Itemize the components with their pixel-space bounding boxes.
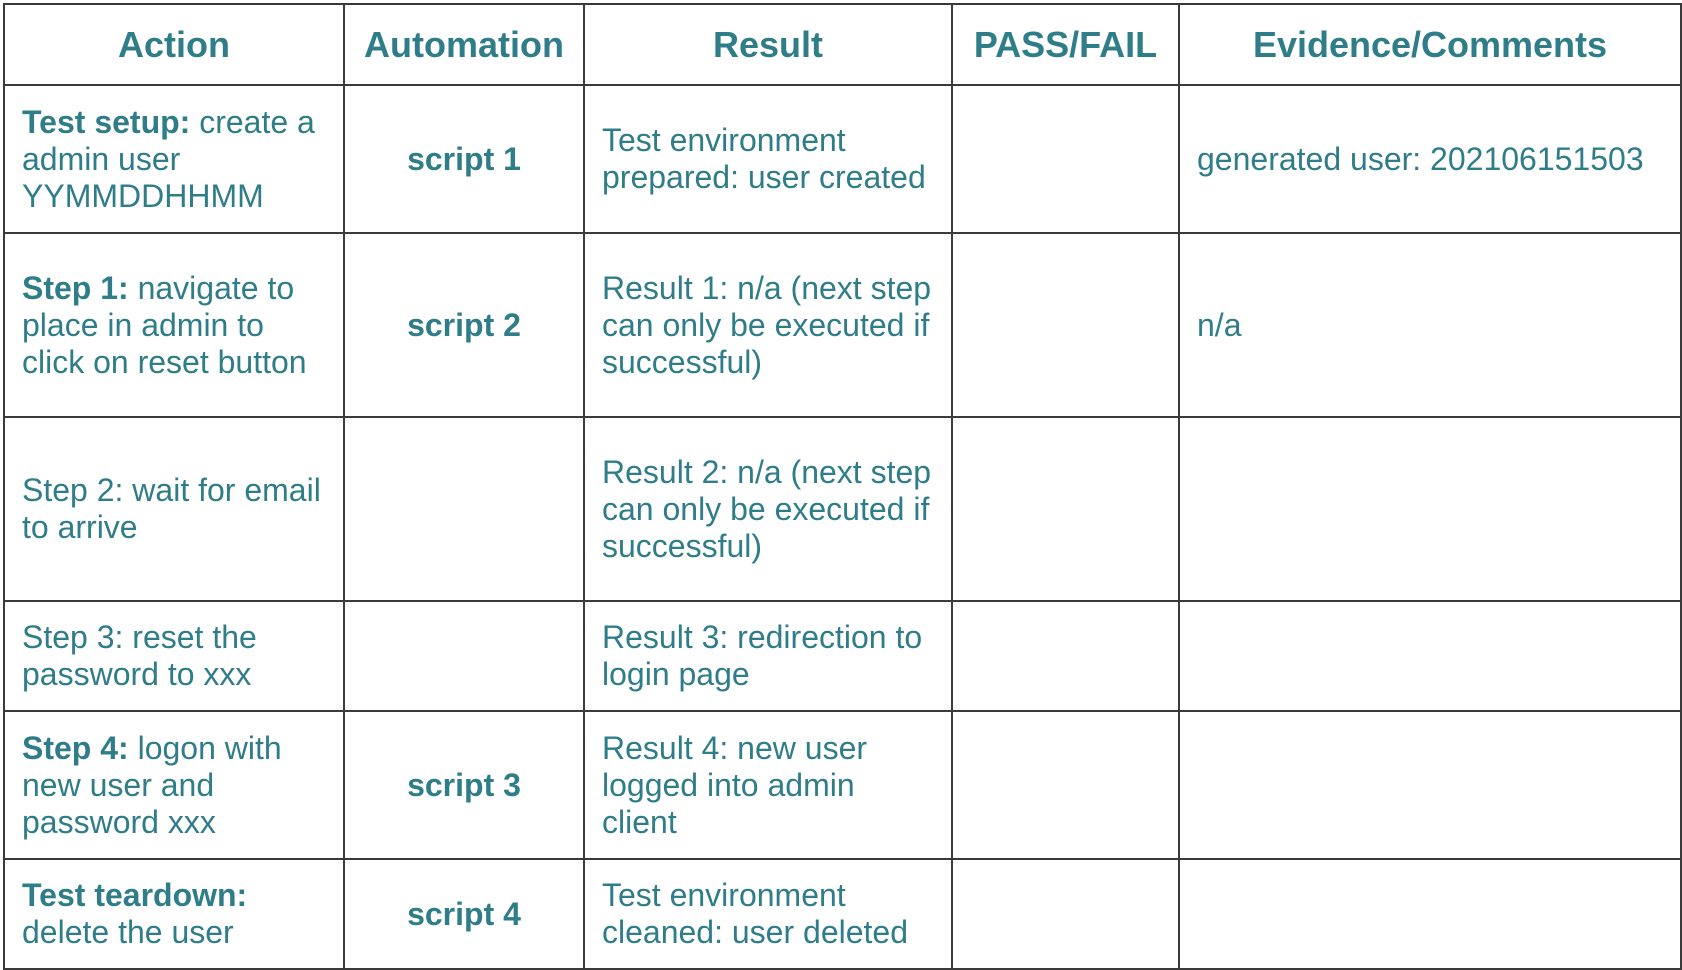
pass-fail-cell[interactable]: [951, 416, 1180, 602]
action-text: delete the user: [22, 914, 234, 950]
table-row: Step 4: logon with new user and password…: [3, 710, 1682, 860]
action-cell: Step 4: logon with new user and password…: [3, 710, 345, 860]
table-row: Step 1: navigate to place in admin to cl…: [3, 232, 1682, 418]
header-automation: Automation: [343, 3, 585, 86]
result-cell: Test environment prepared: user created: [583, 84, 953, 234]
header-result: Result: [583, 3, 953, 86]
action-step-label: Step 1:: [22, 269, 129, 306]
test-case-table: Action Automation Result PASS/FAIL Evide…: [3, 3, 1682, 970]
header-evidence: Evidence/Comments: [1178, 3, 1682, 86]
table-row: Test setup: create a admin user YYMMDDHH…: [3, 84, 1682, 234]
table-row: Test teardown: delete the user script 4 …: [3, 858, 1682, 970]
action-step-label: Test setup:: [22, 103, 191, 140]
result-cell: Test environment cleaned: user deleted: [583, 858, 953, 970]
header-action: Action: [3, 3, 345, 86]
evidence-cell: n/a: [1178, 232, 1682, 418]
table-row: Step 2: wait for email to arrive Result …: [3, 416, 1682, 602]
action-cell: Step 1: navigate to place in admin to cl…: [3, 232, 345, 418]
action-cell: Step 3: reset the password to xxx: [3, 600, 345, 712]
action-cell: Test setup: create a admin user YYMMDDHH…: [3, 84, 345, 234]
pass-fail-cell[interactable]: [951, 84, 1180, 234]
action-cell: Test teardown: delete the user: [3, 858, 345, 970]
evidence-cell: generated user: 202106151503: [1178, 84, 1682, 234]
evidence-cell: [1178, 600, 1682, 712]
result-cell: Result 2: n/a (next step can only be exe…: [583, 416, 953, 602]
automation-cell: [343, 416, 585, 602]
pass-fail-cell[interactable]: [951, 232, 1180, 418]
pass-fail-cell[interactable]: [951, 710, 1180, 860]
header-pass-fail: PASS/FAIL: [951, 3, 1180, 86]
header-row: Action Automation Result PASS/FAIL Evide…: [3, 3, 1682, 86]
automation-cell: script 4: [343, 858, 585, 970]
automation-cell: script 3: [343, 710, 585, 860]
pass-fail-cell[interactable]: [951, 858, 1180, 970]
result-cell: Result 1: n/a (next step can only be exe…: [583, 232, 953, 418]
automation-cell: script 1: [343, 84, 585, 234]
pass-fail-cell[interactable]: [951, 600, 1180, 712]
action-text: logon with new user and password xxx: [22, 729, 282, 840]
evidence-cell: [1178, 416, 1682, 602]
action-text: create a admin user YYMMDDHHMM: [22, 103, 315, 214]
action-text: navigate to place in admin to click on r…: [22, 269, 307, 380]
action-step-label: Step 4:: [22, 729, 129, 766]
evidence-cell: [1178, 710, 1682, 860]
action-step-label: Test teardown:: [22, 877, 248, 913]
action-text: Step 2: wait for email to arrive: [22, 472, 321, 545]
evidence-cell: [1178, 858, 1682, 970]
result-cell: Result 4: new user logged into admin cli…: [583, 710, 953, 860]
result-cell: Result 3: redirection to login page: [583, 600, 953, 712]
automation-cell: script 2: [343, 232, 585, 418]
automation-cell: [343, 600, 585, 712]
table-row: Step 3: reset the password to xxx Result…: [3, 600, 1682, 712]
action-text: Step 3: reset the password to xxx: [22, 619, 257, 692]
action-cell: Step 2: wait for email to arrive: [3, 416, 345, 602]
